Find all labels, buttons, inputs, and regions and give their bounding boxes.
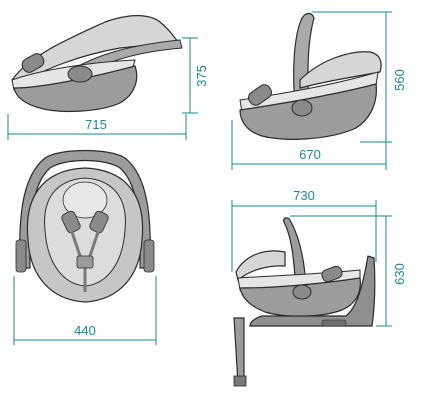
dimension-height-on-base bbox=[290, 215, 392, 327]
isofix-base bbox=[249, 255, 376, 327]
head-pad bbox=[62, 181, 108, 219]
dimension-height-folded bbox=[182, 37, 198, 114]
dimension-label-560: 560 bbox=[392, 69, 407, 91]
canopy-shape bbox=[11, 15, 180, 87]
carry-handle bbox=[293, 12, 315, 109]
dimension-label-440: 440 bbox=[74, 323, 96, 338]
carrier-side-folded-view: 375 715 bbox=[7, 15, 209, 140]
dimension-label-630: 630 bbox=[392, 263, 407, 285]
support-leg bbox=[233, 317, 245, 385]
handle-pivot-right bbox=[143, 239, 155, 273]
harness-buckle bbox=[76, 255, 94, 269]
canopy-shape bbox=[299, 51, 382, 89]
handle-pivot-knob bbox=[291, 99, 313, 117]
dimension-height-handle-up bbox=[312, 11, 392, 143]
carrier-on-base-view: 730 630 bbox=[231, 188, 407, 387]
dimension-width-front bbox=[13, 276, 157, 345]
shoulder-pad-right bbox=[89, 210, 109, 234]
support-leg-foot bbox=[233, 375, 247, 387]
handle-pivot-knob bbox=[67, 65, 93, 83]
canopy-shape bbox=[235, 250, 286, 282]
side-hook bbox=[21, 53, 45, 73]
dimension-label-375: 375 bbox=[194, 65, 209, 87]
dimension-label-715: 715 bbox=[85, 117, 107, 132]
carrier-side-handle-up-view: 560 670 bbox=[231, 11, 407, 170]
dimension-label-670: 670 bbox=[299, 147, 321, 162]
handle-pivot-left bbox=[15, 239, 27, 273]
side-hook bbox=[321, 265, 343, 283]
dimension-length-folded bbox=[7, 114, 187, 140]
carry-handle bbox=[283, 217, 307, 291]
dimension-length-handle-up bbox=[231, 120, 387, 170]
handle-pivot-knob bbox=[292, 284, 312, 300]
shoulder-pad-left bbox=[61, 210, 81, 234]
dimension-length-on-base bbox=[231, 200, 377, 272]
dimension-label-730: 730 bbox=[293, 188, 315, 203]
side-hook bbox=[248, 84, 272, 106]
carrier-front-view: 440 bbox=[13, 149, 157, 345]
isofix-connector bbox=[321, 319, 347, 327]
